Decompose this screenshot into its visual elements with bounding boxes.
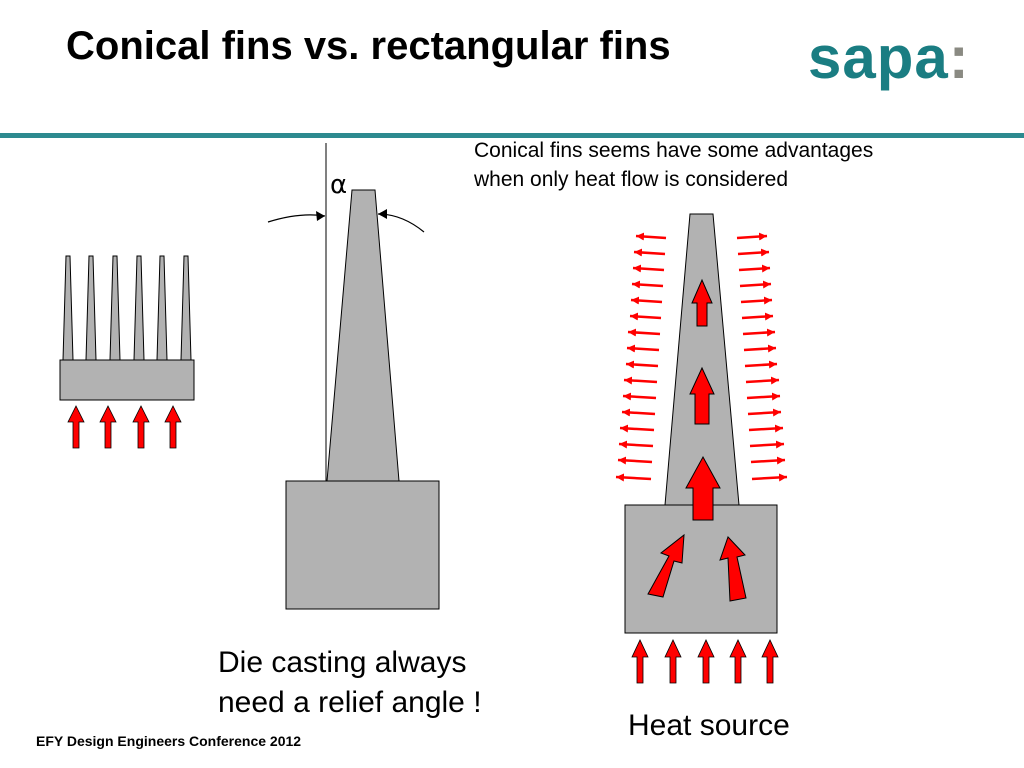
- heat-arrow-icon: [744, 360, 778, 369]
- heat-arrow-icon: [746, 392, 781, 401]
- conical-fin-heatflow: [615, 213, 788, 684]
- small-heatsink: [59, 255, 195, 401]
- logo-text: sapa: [808, 24, 949, 91]
- heat-arrow-icon: [626, 344, 660, 353]
- heat-arrow-icon: [617, 456, 653, 465]
- heat-arrow-icon: [742, 328, 776, 337]
- heat-arrow-icon: [619, 424, 655, 433]
- relief-fin: [326, 189, 400, 482]
- heat-arrow-icon: [685, 455, 721, 521]
- heat-arrow-icon: [719, 536, 747, 602]
- heat-arrow-icon: [741, 312, 774, 321]
- small-fin: [133, 255, 145, 361]
- heat-arrow-icon: [629, 312, 662, 321]
- header-divider: [0, 133, 1024, 138]
- heat-arrow-icon: [625, 360, 659, 369]
- relief-fin-base: [285, 480, 440, 610]
- heat-arrow-icon: [635, 232, 667, 241]
- heat-arrow-icon: [749, 440, 785, 449]
- heat-source-caption: Heat source: [628, 709, 790, 742]
- right-dissipation-arrows: [736, 232, 788, 482]
- heat-arrow-icon: [751, 473, 788, 482]
- heat-arrow-icon: [739, 280, 772, 289]
- heat-arrow-icon: [621, 408, 656, 417]
- small-fin: [109, 255, 121, 361]
- heat-arrow-icon: [750, 456, 786, 465]
- angle-arrowhead-left: [316, 211, 325, 221]
- conical-note: Conical fins seems have some advantages …: [474, 139, 874, 191]
- footer-text: EFY Design Engineers Conference 2012: [36, 733, 302, 749]
- heat-arrow-icon: [633, 248, 666, 257]
- heat-arrow-icon: [689, 366, 715, 425]
- heat-arrow-icon: [691, 278, 713, 327]
- die-casting-caption: Die casting always need a relief angle !: [218, 646, 482, 719]
- heat-arrow-icon: [631, 639, 649, 684]
- angle-arrow-left: [267, 214, 326, 223]
- heat-arrow-icon: [622, 392, 657, 401]
- heat-arrow-icon: [630, 296, 663, 305]
- conical-fin: [664, 213, 740, 506]
- small-heat-arrows: [67, 405, 182, 449]
- relief-angle-fin: [267, 143, 440, 610]
- heat-arrow-icon: [647, 533, 685, 598]
- heat-arrow-icon: [164, 405, 182, 449]
- small-fin: [62, 255, 74, 361]
- heat-arrow-icon: [615, 473, 652, 482]
- small-fin: [85, 255, 97, 361]
- small-fin: [156, 255, 168, 361]
- small-heatsink-base: [59, 359, 195, 401]
- heat-arrow-icon: [697, 639, 715, 684]
- heat-arrow-icon: [745, 376, 780, 385]
- angle-arrowhead-right: [378, 209, 387, 219]
- heat-arrow-icon: [738, 264, 771, 273]
- small-fin: [180, 255, 192, 361]
- heat-arrow-icon: [729, 639, 747, 684]
- heat-arrow-icon: [627, 328, 661, 337]
- left-dissipation-arrows: [615, 232, 667, 482]
- heat-arrow-icon: [67, 405, 85, 449]
- heat-arrow-icon: [99, 405, 117, 449]
- sapa-logo: sapa:: [808, 26, 970, 90]
- heat-arrow-icon: [631, 280, 664, 289]
- relief-angle-label: α: [330, 170, 348, 200]
- conical-fin-base: [624, 504, 778, 634]
- heat-arrow-icon: [618, 440, 654, 449]
- heat-arrow-icon: [623, 376, 658, 385]
- heat-arrow-icon: [743, 344, 777, 353]
- heat-arrow-icon: [747, 408, 782, 417]
- heat-arrow-icon: [740, 296, 773, 305]
- heat-arrow-icon: [132, 405, 150, 449]
- slide-title: Conical fins vs. rectangular fins: [66, 24, 671, 68]
- heat-arrow-icon: [736, 232, 768, 241]
- heat-arrow-icon: [664, 639, 682, 684]
- heat-arrow-icon: [748, 424, 784, 433]
- heat-arrow-icon: [761, 639, 779, 684]
- heat-arrow-icon: [737, 248, 770, 257]
- logo-colon: :: [948, 24, 970, 91]
- heat-arrow-icon: [632, 264, 665, 273]
